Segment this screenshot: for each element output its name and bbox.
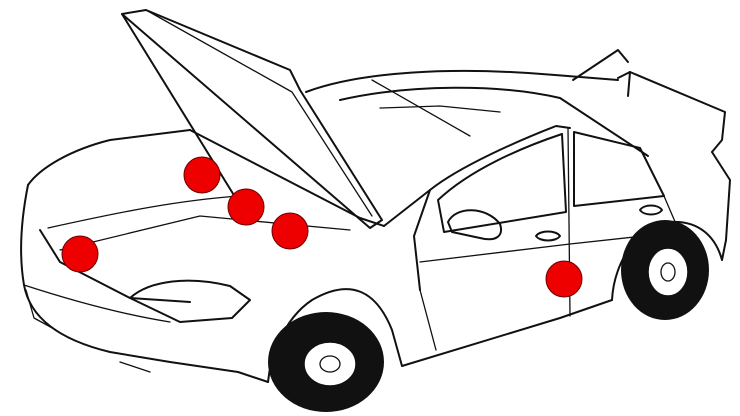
- marker-door: [546, 261, 582, 297]
- marker-engine-front: [62, 236, 98, 272]
- marker-hood-center: [228, 189, 264, 225]
- marker-hood-left: [184, 157, 220, 193]
- car-roof: [306, 71, 648, 156]
- front-wheel: [268, 312, 384, 412]
- marker-hood-right: [272, 213, 308, 249]
- rear-wheel: [621, 220, 709, 320]
